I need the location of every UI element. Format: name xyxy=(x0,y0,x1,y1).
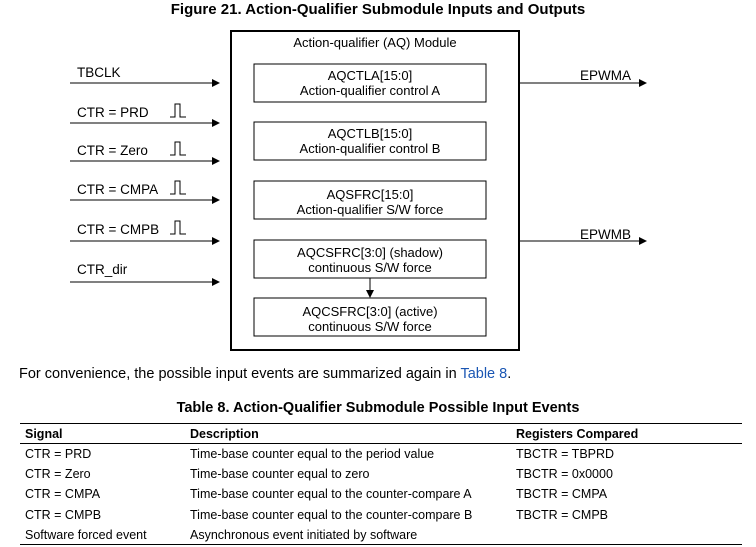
table-cell-description: Time-base counter equal to the period va… xyxy=(190,447,435,461)
register-desc: Action-qualifier S/W force xyxy=(296,202,444,217)
table-header-registers: Registers Compared xyxy=(516,427,639,441)
input-label-ctr-dir: CTR_dir xyxy=(77,262,128,277)
register-aqsfrc: AQSFRC[15:0] Action-qualifier S/W force xyxy=(254,187,486,217)
table-cell-description: Asynchronous event initiated by software xyxy=(190,528,418,542)
table-cell-registers: TBCTR = TBPRD xyxy=(516,447,615,461)
table-cell-description: Time-base counter equal to the counter-c… xyxy=(190,487,472,501)
table-bottom-rule xyxy=(20,544,742,545)
table-header-rule xyxy=(20,443,742,444)
input-label-ctr-prd: CTR = PRD xyxy=(77,105,149,120)
table-cell-registers: TBCTR = CMPA xyxy=(516,487,608,501)
table-cell-description: Time-base counter equal to the counter-c… xyxy=(190,508,473,522)
pulse-icon xyxy=(170,220,186,235)
register-box-aqcsfrc-active xyxy=(253,297,487,337)
register-aqctla: AQCTLA[15:0] Action-qualifier control A xyxy=(254,68,486,98)
register-name: AQCSFRC[3:0] (shadow) xyxy=(297,245,443,260)
register-box-aqsfrc xyxy=(253,180,487,220)
register-desc: continuous S/W force xyxy=(308,260,432,275)
table-cell-registers: TBCTR = CMPB xyxy=(516,508,609,522)
register-name: AQCTLB[15:0] xyxy=(327,126,413,141)
register-name: AQCTLA[15:0] xyxy=(327,68,413,83)
table-cell-description: Time-base counter equal to zero xyxy=(190,467,370,481)
table-cell-registers: TBCTR = 0x0000 xyxy=(516,467,613,481)
aq-module-diagram xyxy=(70,30,647,351)
table-cell-signal: CTR = PRD xyxy=(25,447,92,461)
register-aqcsfrc-active: AQCSFRC[3:0] (active) continuous S/W for… xyxy=(254,304,486,334)
register-box-aqctlb xyxy=(253,121,487,161)
register-box-aqctla xyxy=(253,63,487,103)
figure-title: Figure 21. Action-Qualifier Submodule In… xyxy=(170,1,586,18)
output-label-epwmb: EPWMB xyxy=(580,227,632,242)
register-name: AQSFRC[15:0] xyxy=(326,187,414,202)
pulse-icon xyxy=(170,141,186,156)
table-cell-signal: CTR = CMPB xyxy=(25,508,102,522)
register-desc: Action-qualifier control B xyxy=(299,141,441,156)
pulse-icon xyxy=(170,180,186,195)
table-cell-signal: CTR = CMPA xyxy=(25,487,101,501)
output-label-epwma: EPWMA xyxy=(580,68,632,83)
register-desc: continuous S/W force xyxy=(308,319,432,334)
register-name: AQCSFRC[3:0] (active) xyxy=(302,304,438,319)
pulse-icon xyxy=(170,103,186,118)
table-header-description: Description xyxy=(190,427,259,441)
register-desc: Action-qualifier control A xyxy=(299,83,441,98)
table-top-rule xyxy=(20,423,742,424)
input-label-tbclk: TBCLK xyxy=(77,65,121,80)
intro-paragraph: For convenience, the possible input even… xyxy=(19,366,511,382)
module-box xyxy=(230,30,520,351)
paragraph-text: For convenience, the possible input even… xyxy=(19,366,461,382)
paragraph-end: . xyxy=(507,366,512,382)
register-aqctlb: AQCTLB[15:0] Action-qualifier control B xyxy=(254,126,486,156)
table-8-link[interactable]: Table 8 xyxy=(460,366,508,382)
table-header-signal: Signal xyxy=(25,427,63,441)
input-label-ctr-cmpb: CTR = CMPB xyxy=(77,222,160,237)
register-aqcsfrc-shadow: AQCSFRC[3:0] (shadow) continuous S/W for… xyxy=(254,245,486,275)
module-label: Action-qualifier (AQ) Module xyxy=(293,35,457,50)
table-title: Table 8. Action-Qualifier Submodule Poss… xyxy=(176,400,580,416)
input-label-ctr-cmpa: CTR = CMPA xyxy=(77,182,159,197)
input-label-ctr-zero: CTR = Zero xyxy=(77,143,148,158)
table-cell-signal: CTR = Zero xyxy=(25,467,91,481)
table-cell-signal: Software forced event xyxy=(25,528,147,542)
